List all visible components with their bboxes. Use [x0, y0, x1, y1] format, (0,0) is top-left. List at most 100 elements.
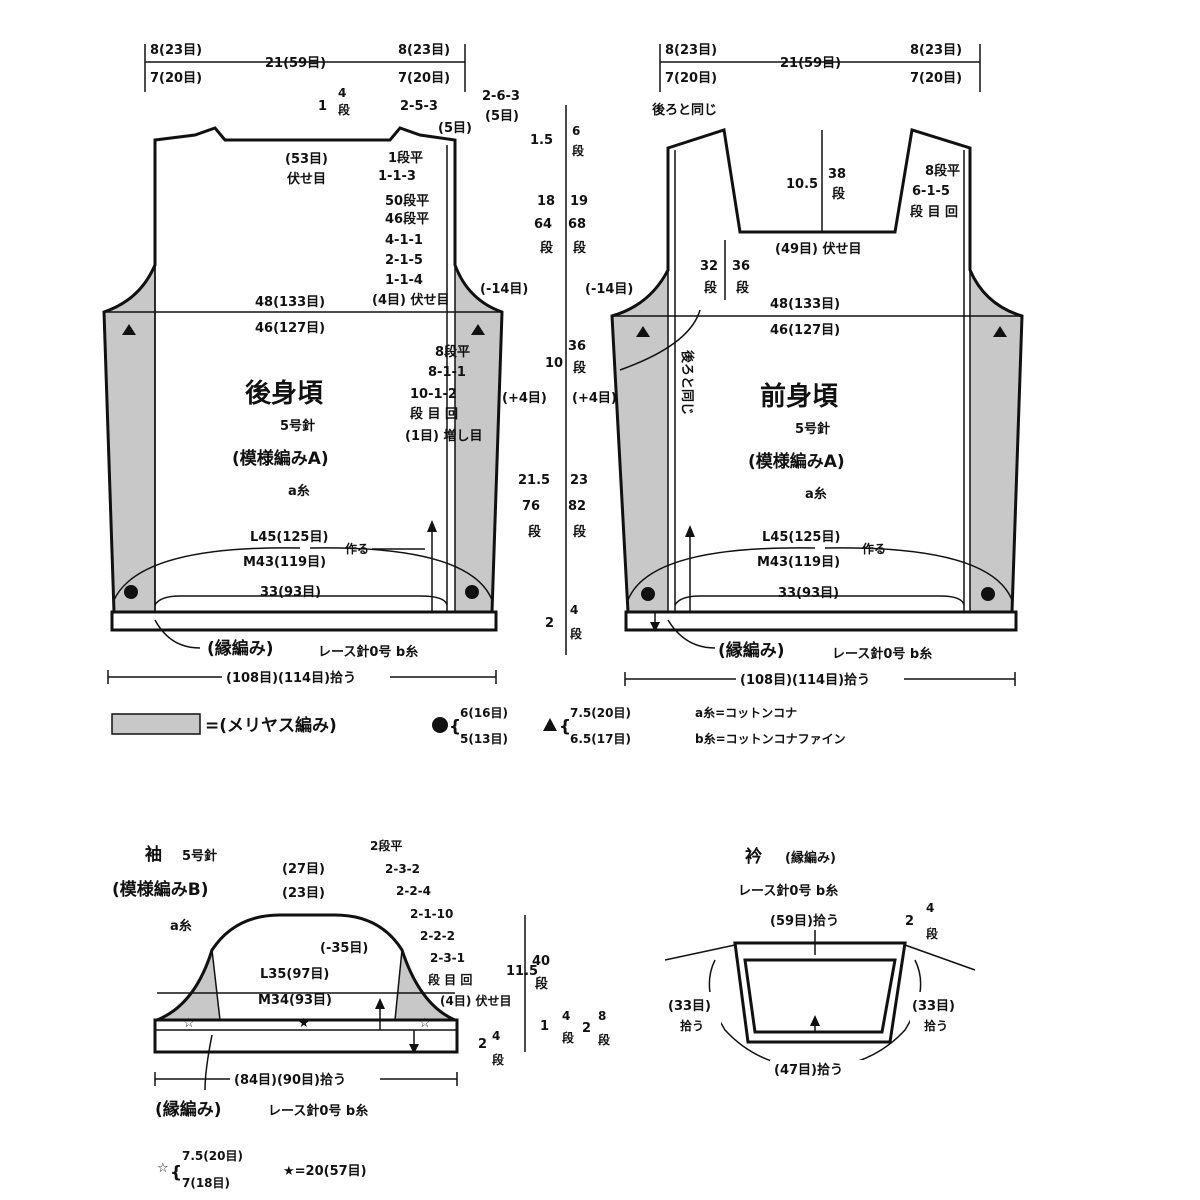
collar-pattern: (縁編み) — [785, 850, 836, 866]
center-r4-m-rows-1: 段 — [573, 524, 586, 540]
front-width-l: 48(133目) — [770, 297, 840, 312]
front-cast-l: L45(125目) — [762, 530, 840, 545]
front-armhole-rows-m-1: 段 — [736, 280, 749, 296]
back-armhole-dec-3: 46段平 — [385, 211, 429, 227]
back-circle-left — [124, 585, 138, 599]
front-cast-m: M43(119目) — [757, 555, 840, 570]
sleeve-border-rows2-0: 4 — [492, 1029, 500, 1043]
center-r3: 10 — [545, 356, 563, 371]
center-r2-l-rows-0: 64 — [534, 217, 552, 232]
legend-circle-m: 5(13目) — [460, 732, 508, 746]
front-hem-width: 33(93目) — [778, 586, 839, 601]
back-neck-bind: (53目) — [285, 152, 328, 167]
back-armhole-dec-6: 1-1-4 — [385, 273, 423, 288]
front-body-panel: 8(23目) 7(20目) 21(59目) 8(23目) 7(20目) 後ろと同… — [610, 43, 1024, 688]
center-r5-rows-0: 4 — [570, 603, 578, 617]
front-neck-side-0: 8段平 — [925, 163, 960, 179]
center-r2-m-rows-0: 68 — [568, 217, 586, 232]
sleeve-cap-rows-1: 段 — [535, 976, 548, 992]
back-outline — [102, 126, 504, 614]
front-neck-bind: (49目) 伏せ目 — [775, 241, 862, 257]
center-r1-rows-0: 6 — [572, 124, 580, 138]
collar-left-pick: 拾う — [680, 1018, 704, 1033]
collar-bottom-bg — [770, 1060, 866, 1078]
front-cast-label: 作る — [862, 541, 886, 556]
collar-top: (59目)拾う — [770, 913, 839, 929]
back-pickup: (108目)(114目)拾う — [226, 670, 356, 686]
back-neck-rise-rows-1: 段 — [338, 102, 351, 117]
sleeve-cap-dec-0: 2段平 — [370, 838, 402, 853]
back-pattern: (模様編みA) — [232, 448, 329, 469]
sleeve-side-rows-0: 4 — [562, 1009, 570, 1023]
center-plus-left: (+4目) — [502, 391, 547, 406]
back-armhole-dec-2: 50段平 — [385, 193, 429, 209]
legend-brace-triangle: { — [559, 717, 571, 737]
back-triangle-left — [122, 324, 136, 335]
sleeve-needle: 5号針 — [182, 848, 217, 864]
front-up-arrowhead — [685, 525, 695, 537]
front-top-left-l: 8(23目) — [665, 43, 717, 58]
sleeve-side-rows-1: 段 — [562, 1030, 575, 1045]
center-r2-l: 18 — [537, 194, 555, 209]
legend-yarn-a: a糸=コットンコナ — [695, 705, 797, 720]
front-neck-depth-rows-1: 段 — [832, 186, 845, 202]
collar-left: (33目) — [668, 999, 711, 1014]
back-triangle-right — [471, 324, 485, 335]
center-r4-l-rows-0: 76 — [522, 499, 540, 514]
back-cast-m: M43(119目) — [243, 555, 326, 570]
back-top-right-m: 7(20目) — [398, 71, 450, 86]
front-hem-border — [624, 610, 1018, 632]
front-armhole-rows-l-0: 32 — [700, 259, 718, 274]
front-same-as-back-side-0: 後ろと同じ — [679, 350, 695, 415]
front-arc-right — [824, 547, 1013, 601]
front-pickup-bg — [736, 670, 904, 688]
back-armhole-dec-5: 2-1-5 — [385, 253, 423, 268]
front-same-as-back: 後ろと同じ — [652, 102, 717, 118]
center-r2-m: 19 — [570, 194, 588, 209]
front-top-center: 21(59目) — [780, 56, 841, 71]
front-pickup: (108目)(114目)拾う — [740, 672, 870, 688]
sleeve-hem-border — [153, 1018, 459, 1054]
sleeve-border-rows2-1: 段 — [492, 1052, 505, 1067]
back-top-center: 21(59目) — [265, 56, 326, 71]
back-hem-width: 33(93目) — [260, 585, 321, 600]
sleeve-border-pointer — [204, 1034, 213, 1091]
back-hem-border — [110, 610, 498, 632]
sleeve-border-num: 2 — [582, 1021, 591, 1036]
back-armhole-dec-1: 1-1-3 — [378, 169, 416, 184]
front-neck-depth: 10.5 — [786, 177, 818, 192]
collar-right-bg — [910, 992, 970, 1034]
front-border-label: (縁編み) — [718, 640, 785, 661]
back-top-left-l: 8(23目) — [150, 43, 202, 58]
front-down-arrowhead — [650, 622, 660, 632]
sleeve-panel: ☆ ★ ☆ 袖 5号針 (模様編みB) a糸 (27目) (23目) 2段平 2… — [112, 838, 611, 1190]
center-r5: 2 — [545, 616, 554, 631]
sleeve-border-rows-1: 段 — [598, 1032, 611, 1047]
front-armhole-rows-l-1: 段 — [704, 280, 717, 296]
back-yarn: a糸 — [288, 483, 310, 499]
sleeve-star-filled: ★=20(57目) — [283, 1164, 367, 1179]
back-needle: 5号針 — [280, 418, 315, 434]
collar-left-bg — [665, 992, 721, 1034]
center-r4-m: 23 — [570, 473, 588, 488]
sleeve-star-open-icon: ☆ — [157, 1161, 169, 1176]
legend: =(メリヤス編み) { 6(16目) 5(13目) { 7.5(20目) 6.5… — [111, 705, 846, 746]
center-measurements: 2-6-3 (5目) 1.5 6 段 18 64 段 19 68 段 (-14目… — [480, 89, 633, 655]
back-armhole-dec-0: 1段平 — [388, 150, 423, 166]
sleeve-cap-dec-2: 2-2-4 — [396, 884, 431, 898]
collar-right: (33目) — [912, 999, 955, 1014]
back-body-panel: 8(23目) 7(20目) 21(59目) 8(23目) 7(20目) 1 4 … — [102, 43, 504, 686]
sleeve-top-l: (27目) — [282, 862, 325, 877]
collar-title: 衿 — [745, 846, 762, 867]
sleeve-cap-dec-7: (4目) 伏せ目 — [440, 993, 512, 1008]
back-side-inc-0: 8段平 — [435, 344, 470, 360]
back-circle-right — [465, 585, 479, 599]
sleeve-yarn: a糸 — [170, 918, 192, 934]
legend-triangle-l: 7.5(20目) — [570, 706, 631, 720]
sleeve-pickup: (84目)(90目)拾う — [234, 1072, 346, 1088]
back-cast-l: L45(125目) — [250, 530, 328, 545]
front-circle-left — [641, 587, 655, 601]
front-top-right-l: 8(23目) — [910, 43, 962, 58]
center-r1: 1.5 — [530, 133, 553, 148]
back-up-arrowhead — [427, 520, 437, 532]
